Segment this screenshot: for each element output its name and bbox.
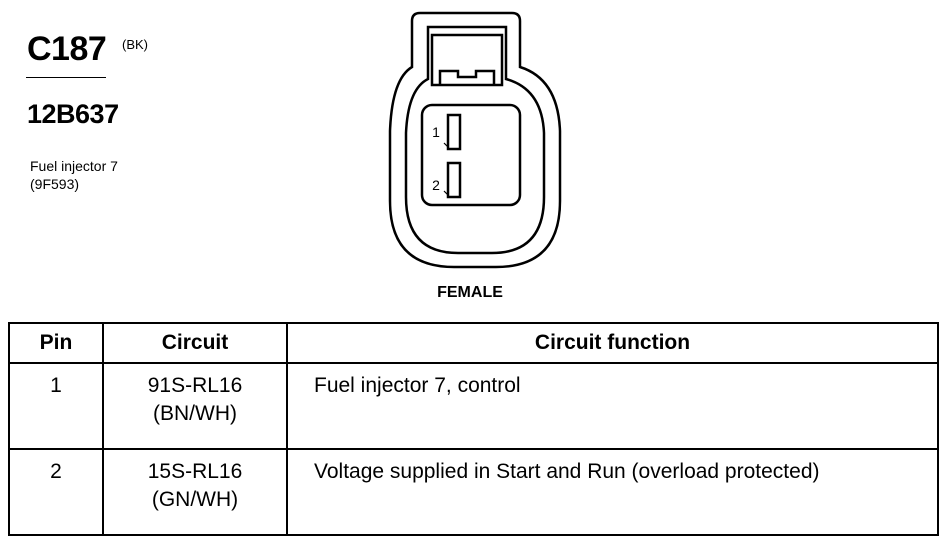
pinout-table: Pin Circuit Circuit function 1 91S-RL16 … bbox=[8, 322, 939, 536]
connector-id-underline bbox=[26, 77, 106, 78]
connector-latch bbox=[438, 69, 496, 85]
component-name: Fuel injector 7 bbox=[30, 158, 118, 174]
wire-color: (GN/WH) bbox=[151, 488, 239, 511]
connector-locking-tab bbox=[430, 33, 504, 87]
table-row: 2 15S-RL16 (GN/WH) Voltage supplied in S… bbox=[8, 448, 939, 536]
connector-outer-housing bbox=[388, 11, 562, 269]
table-row: 1 91S-RL16 (BN/WH) Fuel injector 7, cont… bbox=[8, 362, 939, 450]
pin-cavity-2 bbox=[446, 161, 462, 199]
header-circuit: Circuit bbox=[102, 322, 288, 364]
circuit-code: 91S-RL16 bbox=[147, 374, 243, 397]
pin-number-1: 1 bbox=[432, 124, 440, 140]
circuit-code: 15S-RL16 bbox=[147, 460, 243, 483]
part-number: 12B637 bbox=[27, 99, 119, 129]
pin-cell: 2 bbox=[8, 448, 104, 536]
circuit-cell: 91S-RL16 (BN/WH) bbox=[102, 362, 288, 450]
table-header-row: Pin Circuit Circuit function bbox=[8, 322, 939, 364]
connector-inner-housing bbox=[404, 25, 546, 255]
circuit-function-cell: Voltage supplied in Start and Run (overl… bbox=[286, 448, 939, 536]
circuit-cell: 15S-RL16 (GN/WH) bbox=[102, 448, 288, 536]
connector-color-code: (BK) bbox=[122, 37, 148, 52]
pin-cavity-1 bbox=[446, 113, 462, 151]
component-code: (9F593) bbox=[30, 176, 80, 192]
header-circuit-function: Circuit function bbox=[286, 322, 939, 364]
connector-face-diagram: 1 2 bbox=[388, 11, 562, 269]
connector-gender-label: FEMALE bbox=[437, 284, 503, 301]
pin-number-2: 2 bbox=[432, 177, 440, 193]
pin-cell: 1 bbox=[8, 362, 104, 450]
connector-pin-face bbox=[420, 103, 522, 207]
header-pin: Pin bbox=[8, 322, 104, 364]
circuit-function-cell: Fuel injector 7, control bbox=[286, 362, 939, 450]
connector-id: C187 bbox=[27, 30, 107, 68]
wire-color: (BN/WH) bbox=[153, 402, 237, 425]
